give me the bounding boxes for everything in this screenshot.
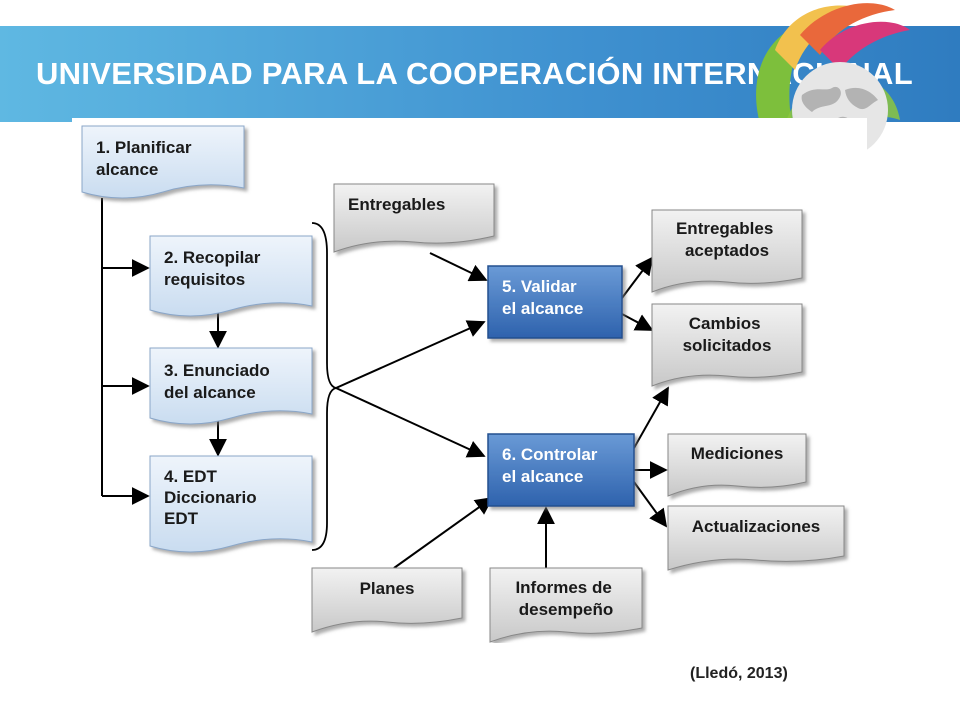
planes-label: Planes bbox=[360, 579, 415, 598]
recopilar-line-2: requisitos bbox=[164, 270, 245, 289]
controlar-line-2: el alcance bbox=[502, 467, 583, 486]
input-box-entregables bbox=[333, 183, 495, 253]
arrow-controlar-to-cambios bbox=[633, 386, 669, 449]
svg-text:4. EDT Diccionario: 4. EDT Diccionario EDT bbox=[164, 467, 261, 528]
arrow-brace-to-controlar bbox=[335, 387, 486, 458]
svg-text:3. Enunciado del alcance: 3. Enunciado del alcance bbox=[164, 361, 275, 402]
arrow-validar-to-aceptados bbox=[621, 256, 654, 299]
svg-text:5. Validar el alcance: 5. Validar el alcance bbox=[502, 277, 583, 318]
citation: (Lledó, 2013) bbox=[690, 665, 788, 682]
arrow-brace-to-validar bbox=[335, 320, 486, 389]
validar-line-1: 5. Validar bbox=[502, 277, 577, 296]
scope-management-diagram: 1. Planificar alcance 2. Recopilar requi… bbox=[81, 125, 845, 643]
cambios-line-2: solicitados bbox=[683, 336, 772, 355]
enunciado-line-2: del alcance bbox=[164, 383, 256, 402]
svg-text:Entregables aceptados: Entregables aceptados bbox=[676, 219, 778, 260]
planificar-line-2: alcance bbox=[96, 160, 158, 179]
informes-line-1: Informes de bbox=[515, 578, 611, 597]
output-box-cambios bbox=[651, 303, 803, 387]
planificar-line-1: 1. Planificar bbox=[96, 138, 192, 157]
arrow-entregables-to-validar bbox=[429, 252, 488, 282]
recopilar-line-1: 2. Recopilar bbox=[164, 248, 261, 267]
informes-line-2: desempeño bbox=[519, 600, 613, 619]
arrow-validar-to-cambios bbox=[621, 313, 654, 331]
main-process-validar bbox=[487, 265, 623, 339]
arrow-planes-to-controlar bbox=[393, 496, 494, 569]
svg-text:2. Recopilar requisitos: 2. Recopilar requisitos bbox=[164, 248, 265, 289]
mediciones-label: Mediciones bbox=[691, 444, 784, 463]
validar-line-2: el alcance bbox=[502, 299, 583, 318]
controlar-line-1: 6. Controlar bbox=[502, 445, 598, 464]
svg-text:Cambios solicitados: Cambios solicitados bbox=[683, 314, 772, 355]
arrow-controlar-to-actualizaciones bbox=[633, 481, 668, 528]
entregables-label: Entregables bbox=[348, 195, 445, 214]
main-process-controlar bbox=[487, 433, 635, 507]
process-box-planificar bbox=[81, 125, 245, 199]
edt-line-2: Diccionario bbox=[164, 488, 257, 507]
aceptados-line-2: aceptados bbox=[685, 241, 769, 260]
input-box-planes bbox=[311, 567, 463, 633]
enunciado-line-1: 3. Enunciado bbox=[164, 361, 270, 380]
output-box-mediciones bbox=[667, 433, 807, 497]
output-box-aceptados bbox=[651, 209, 803, 293]
output-box-actualizaciones bbox=[667, 505, 845, 571]
diagram-panel: 1. Planificar alcance 2. Recopilar requi… bbox=[72, 118, 867, 643]
svg-text:Informes de desempeño: Informes de desempeño bbox=[515, 578, 616, 619]
input-box-informes bbox=[489, 567, 643, 643]
svg-text:1. Planificar alcance: 1. Planificar alcance bbox=[96, 138, 196, 179]
svg-text:6. Controlar el alcance: 6. Controlar el alcance bbox=[502, 445, 602, 486]
process-box-recopilar bbox=[149, 235, 313, 317]
process-box-enunciado bbox=[149, 347, 313, 425]
edt-line-3: EDT bbox=[164, 509, 199, 528]
grouping-brace bbox=[311, 222, 337, 551]
actualizaciones-label: Actualizaciones bbox=[692, 517, 821, 536]
edt-line-1: 4. EDT bbox=[164, 467, 218, 486]
process-box-edt bbox=[149, 455, 313, 553]
aceptados-line-1: Entregables bbox=[676, 219, 773, 238]
cambios-line-1: Cambios bbox=[689, 314, 761, 333]
